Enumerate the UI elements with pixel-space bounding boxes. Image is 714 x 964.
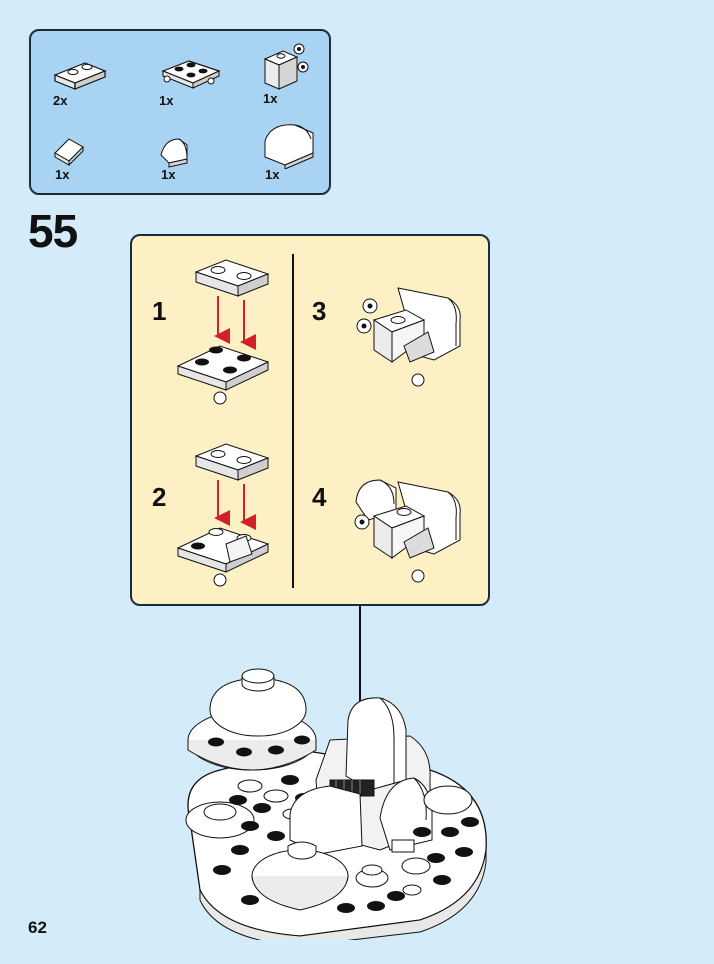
substep-label-4: 4 <box>312 482 327 512</box>
substep-1-illustration <box>176 259 270 405</box>
curved-slope-large-icon <box>264 124 314 169</box>
step-number: 55 <box>28 205 78 257</box>
substep-label-2: 2 <box>152 482 167 512</box>
substep-4-illustration <box>354 479 461 583</box>
substep-label-3: 3 <box>312 296 327 326</box>
part-item: 1x <box>261 41 341 106</box>
brick-wheel-holder-icon <box>263 43 309 90</box>
part-qty: 1x <box>161 167 176 182</box>
assembled-model-illustration <box>185 606 487 940</box>
part-item: 1x <box>51 131 131 191</box>
page-number: 62 <box>28 918 47 937</box>
plate-2x2-wheels-icon <box>161 60 221 89</box>
tile-slope-icon <box>54 138 84 167</box>
part-qty: 1x <box>265 167 280 182</box>
panel-divider <box>292 254 294 588</box>
substeps-panel: 1 3 2 4 <box>130 234 490 606</box>
part-qty: 1x <box>55 167 70 182</box>
part-item: 1x <box>157 131 237 191</box>
part-item: 1x <box>157 53 237 113</box>
substep-3-illustration <box>356 287 461 387</box>
parts-callout: 2x 1x 1x <box>29 29 331 195</box>
part-item: 2x <box>51 57 131 117</box>
part-qty: 1x <box>159 93 174 108</box>
substep-2-illustration <box>176 443 270 587</box>
part-qty: 1x <box>263 91 278 106</box>
part-item: 1x <box>261 119 341 182</box>
plate-1x2-icon <box>53 62 107 90</box>
curved-slope-small-icon <box>160 138 188 168</box>
substep-label-1: 1 <box>152 296 167 326</box>
part-qty: 2x <box>53 93 68 108</box>
